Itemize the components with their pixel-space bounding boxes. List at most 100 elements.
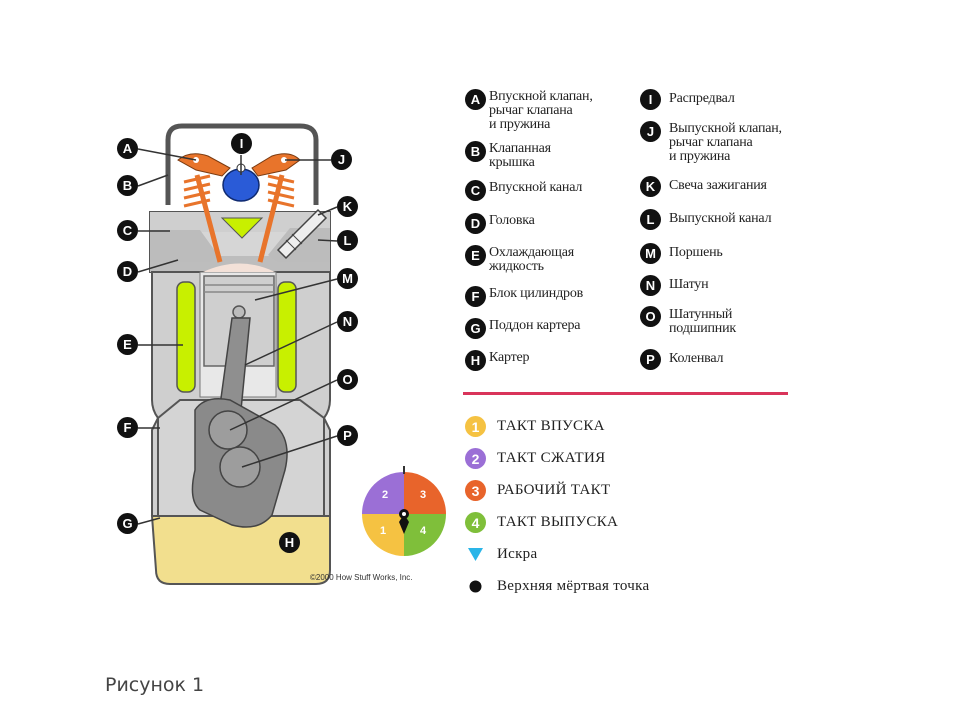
- stroke-item-4: 4 ТАКТ ВЫПУСКА: [465, 512, 618, 533]
- legend-label: Поддон картера: [489, 318, 581, 333]
- callout-j: J: [331, 149, 352, 170]
- wheel-segment-2: [362, 472, 404, 514]
- legend-label: Свеча зажигания: [669, 178, 767, 193]
- legend-badge: N: [640, 275, 661, 296]
- legend-label: Выпускной канал: [669, 211, 772, 226]
- callout-k: K: [337, 196, 358, 217]
- wheel-label-2: 2: [382, 489, 388, 501]
- legend-badge: L: [640, 209, 661, 230]
- wheel-pointer: [399, 514, 409, 534]
- spark-plug: [276, 208, 328, 260]
- intake-port: [150, 230, 218, 262]
- callout-e: E: [117, 334, 138, 355]
- tdc-label: Верхняя мёртвая точка: [497, 578, 650, 594]
- spark-item: Искра: [465, 544, 537, 565]
- legend-item-c: C Впускной канал: [465, 180, 582, 201]
- coolant-right: [277, 281, 297, 393]
- wheel-label-1: 1: [380, 525, 386, 537]
- wheel-segment-1: [362, 514, 404, 556]
- callout-l: L: [337, 230, 358, 251]
- combustion-chamber: [203, 263, 275, 272]
- callout-a: A: [117, 138, 138, 159]
- legend-item-e: E Охлаждающая жидкость: [465, 245, 574, 274]
- legend-label: Впускной канал: [489, 180, 583, 195]
- spark-icon: [468, 548, 483, 561]
- spark-label: Искра: [497, 546, 538, 562]
- legend-badge: P: [640, 349, 661, 370]
- intake-valve: [194, 174, 223, 263]
- legend-label: Охлаждающая жидкость: [489, 245, 575, 274]
- legend-badge: O: [640, 306, 661, 327]
- legend-label: Клапанная крышка: [489, 141, 551, 170]
- exhaust-rocker: [251, 153, 301, 177]
- legend-label: Головка: [489, 213, 535, 228]
- legend-badge: J: [640, 121, 661, 142]
- callout-o: O: [337, 369, 358, 390]
- legend-item-n: N Шатун: [640, 275, 709, 296]
- wheel-segment-4: [404, 514, 446, 556]
- tdc-dot-icon: [469, 580, 482, 593]
- wrist-pin: [232, 305, 246, 319]
- legend-item-h: H Картер: [465, 350, 530, 371]
- stroke-item-3: 3 РАБОЧИЙ ТАКТ: [465, 480, 610, 501]
- legend-item-m: M Поршень: [640, 243, 723, 264]
- intake-rocker: [177, 153, 231, 177]
- callout-d: D: [117, 261, 138, 282]
- stroke-badge-3: 3: [465, 480, 486, 501]
- legend-label: Выпускной клапан, рычаг клапана и пружин…: [669, 121, 782, 164]
- stroke-badge-1: 1: [465, 416, 486, 437]
- legend-badge: G: [465, 318, 486, 339]
- legend-item-f: F Блок цилиндров: [465, 286, 583, 307]
- legend-item-l: L Выпускной канал: [640, 209, 772, 230]
- stroke-item-2: 2 ТАКТ СЖАТИЯ: [465, 448, 605, 469]
- legend-label: Поршень: [669, 245, 723, 260]
- legend-item-p: P Коленвал: [640, 349, 724, 370]
- callout-g: G: [117, 513, 138, 534]
- legend-badge: M: [640, 243, 661, 264]
- legend-badge: I: [640, 89, 661, 110]
- legend-item-a: A Впускной клапан, рычаг клапана и пружи…: [465, 89, 593, 132]
- callout-c: C: [117, 220, 138, 241]
- legend-label: Картер: [489, 350, 530, 365]
- legend-item-j: J Выпускной клапан, рычаг клапана и пруж…: [640, 121, 782, 164]
- legend-item-d: D Головка: [465, 213, 535, 234]
- callout-h: H: [279, 532, 300, 553]
- callout-f: F: [117, 417, 138, 438]
- legend-badge: F: [465, 286, 486, 307]
- stroke-label-4: ТАКТ ВЫПУСКА: [497, 514, 619, 530]
- legend-badge: D: [465, 213, 486, 234]
- stroke-label-2: ТАКТ СЖАТИЯ: [497, 450, 606, 466]
- stroke-badge-2: 2: [465, 448, 486, 469]
- callout-n: N: [337, 311, 358, 332]
- legend-item-k: K Свеча зажигания: [640, 176, 767, 197]
- legend-badge: K: [640, 176, 661, 197]
- exhaust-valve: [257, 174, 285, 263]
- legend-item-o: O Шатунный подшипник: [640, 306, 736, 336]
- legend-label: Распредвал: [669, 91, 735, 106]
- wheel-label-4: 4: [420, 525, 427, 537]
- legend-item-b: B Клапанная крышка: [465, 141, 551, 170]
- figure-caption: Рисунок 1: [105, 674, 205, 696]
- legend-item-i: I Распредвал: [640, 89, 735, 110]
- legend-badge: E: [465, 245, 486, 266]
- legend-divider: [463, 392, 788, 395]
- callout-m: M: [337, 268, 358, 289]
- legend-badge: H: [465, 350, 486, 371]
- stroke-wheel: 2 3 1 4: [362, 466, 446, 556]
- legend-label: Блок цилиндров: [489, 286, 584, 301]
- legend-label: Шатунный подшипник: [669, 307, 736, 336]
- tdc-item: Верхняя мёртвая точка: [465, 576, 649, 597]
- legend-label: Коленвал: [669, 351, 724, 366]
- coolant-left: [176, 281, 196, 393]
- chamber-green: [220, 217, 264, 239]
- legend-label: Впускной клапан, рычаг клапана и пружина: [489, 89, 593, 132]
- wheel-segment-3: [404, 472, 446, 514]
- legend-badge: B: [465, 141, 486, 162]
- stroke-label-1: ТАКТ ВПУСКА: [497, 418, 605, 434]
- legend-item-g: G Поддон картера: [465, 318, 581, 339]
- wheel-label-3: 3: [420, 489, 426, 501]
- valve-cover: [165, 123, 319, 205]
- stroke-label-3: РАБОЧИЙ ТАКТ: [497, 482, 611, 498]
